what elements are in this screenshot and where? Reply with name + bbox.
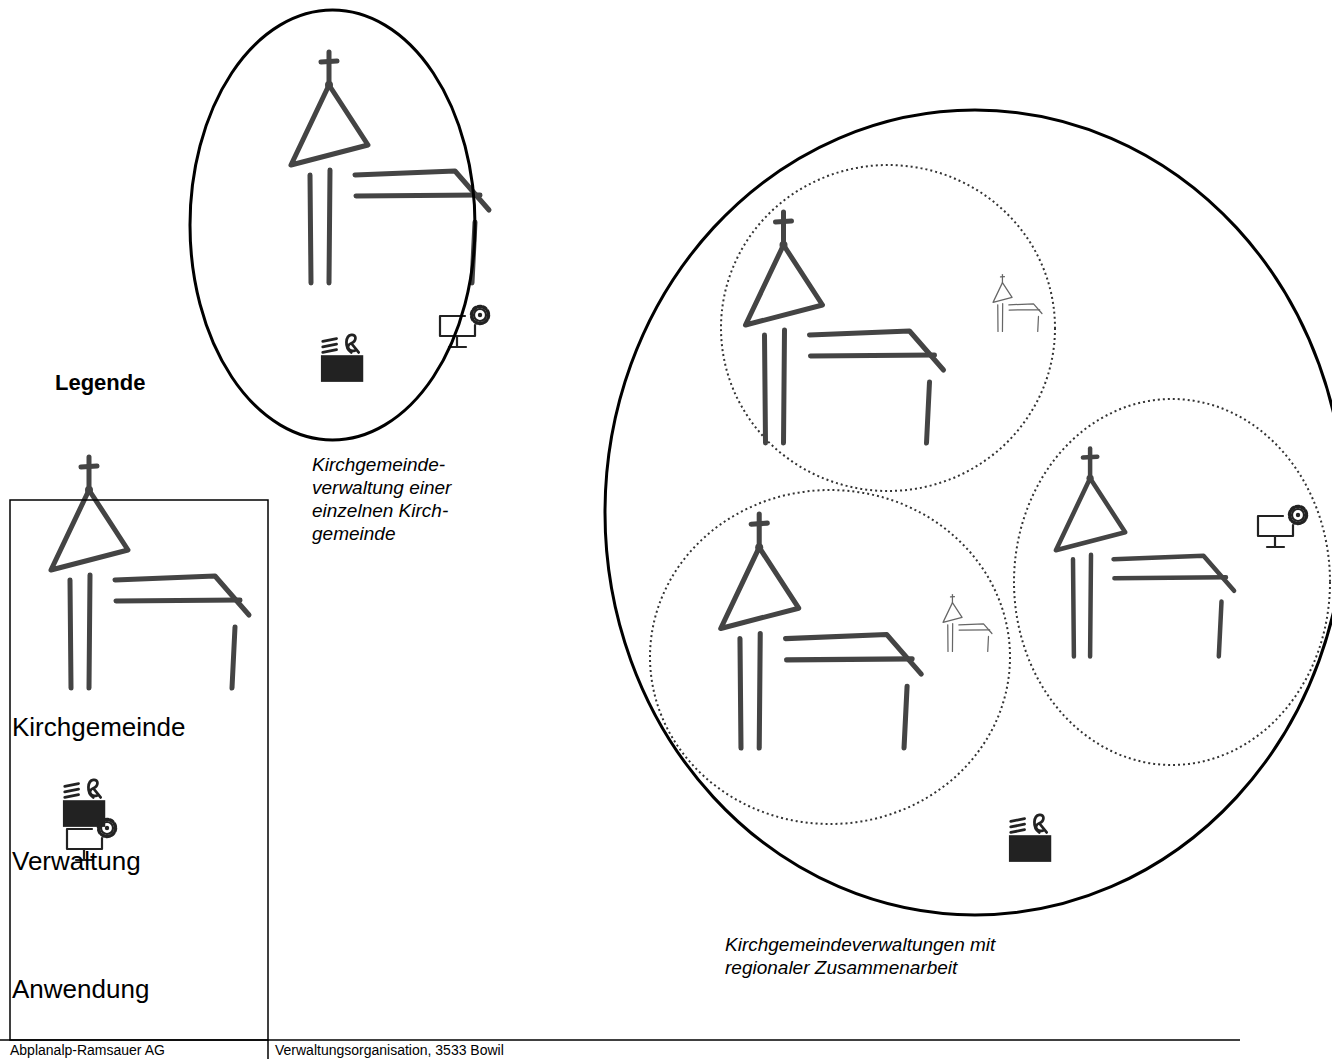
circle-outline	[605, 110, 1332, 915]
administration-symbol	[63, 780, 105, 827]
region-caption: Kirchgemeindeverwaltungen mit regionaler…	[725, 933, 997, 979]
administration-symbol	[1009, 815, 1051, 862]
church-symbol	[721, 514, 922, 748]
church-symbol	[746, 212, 944, 443]
region-circle: Kirchgemeinde- verwaltung einer einzelne…	[190, 10, 475, 440]
church-symbol	[291, 52, 489, 283]
legend-frame	[10, 500, 268, 1040]
circle-outline	[190, 10, 475, 440]
footer-note: Verwaltungsorganisation, 3533 Bowil	[275, 1042, 504, 1058]
footer-rule	[0, 1039, 1240, 1041]
legend-text: Kirchgemeinde	[12, 712, 185, 743]
footer-company: Abplanalp-Ramsauer AG	[10, 1042, 165, 1058]
region-caption: Kirchgemeinde- verwaltung einer einzelne…	[312, 453, 484, 545]
dotted-circle	[721, 165, 1055, 491]
small-church-symbol	[993, 274, 1042, 331]
administration-symbol	[321, 335, 363, 382]
footer-divider	[267, 1040, 269, 1059]
circle-line	[190, 10, 475, 440]
legend-text: Verwaltung	[12, 846, 141, 877]
application-symbol	[1258, 507, 1307, 548]
dotted-circle	[1014, 399, 1330, 765]
church-symbol	[1056, 449, 1234, 657]
circle-line	[605, 110, 1332, 915]
dotted-circle	[650, 490, 1010, 824]
small-church-symbol	[943, 594, 992, 651]
legend-text: Anwendung	[12, 974, 149, 1005]
church-symbol	[51, 457, 249, 688]
legend-title: Legende	[55, 370, 145, 396]
application-symbol	[440, 307, 489, 348]
region-circle: Kirchgemeindeverwaltungen mit regionaler…	[605, 110, 1332, 915]
